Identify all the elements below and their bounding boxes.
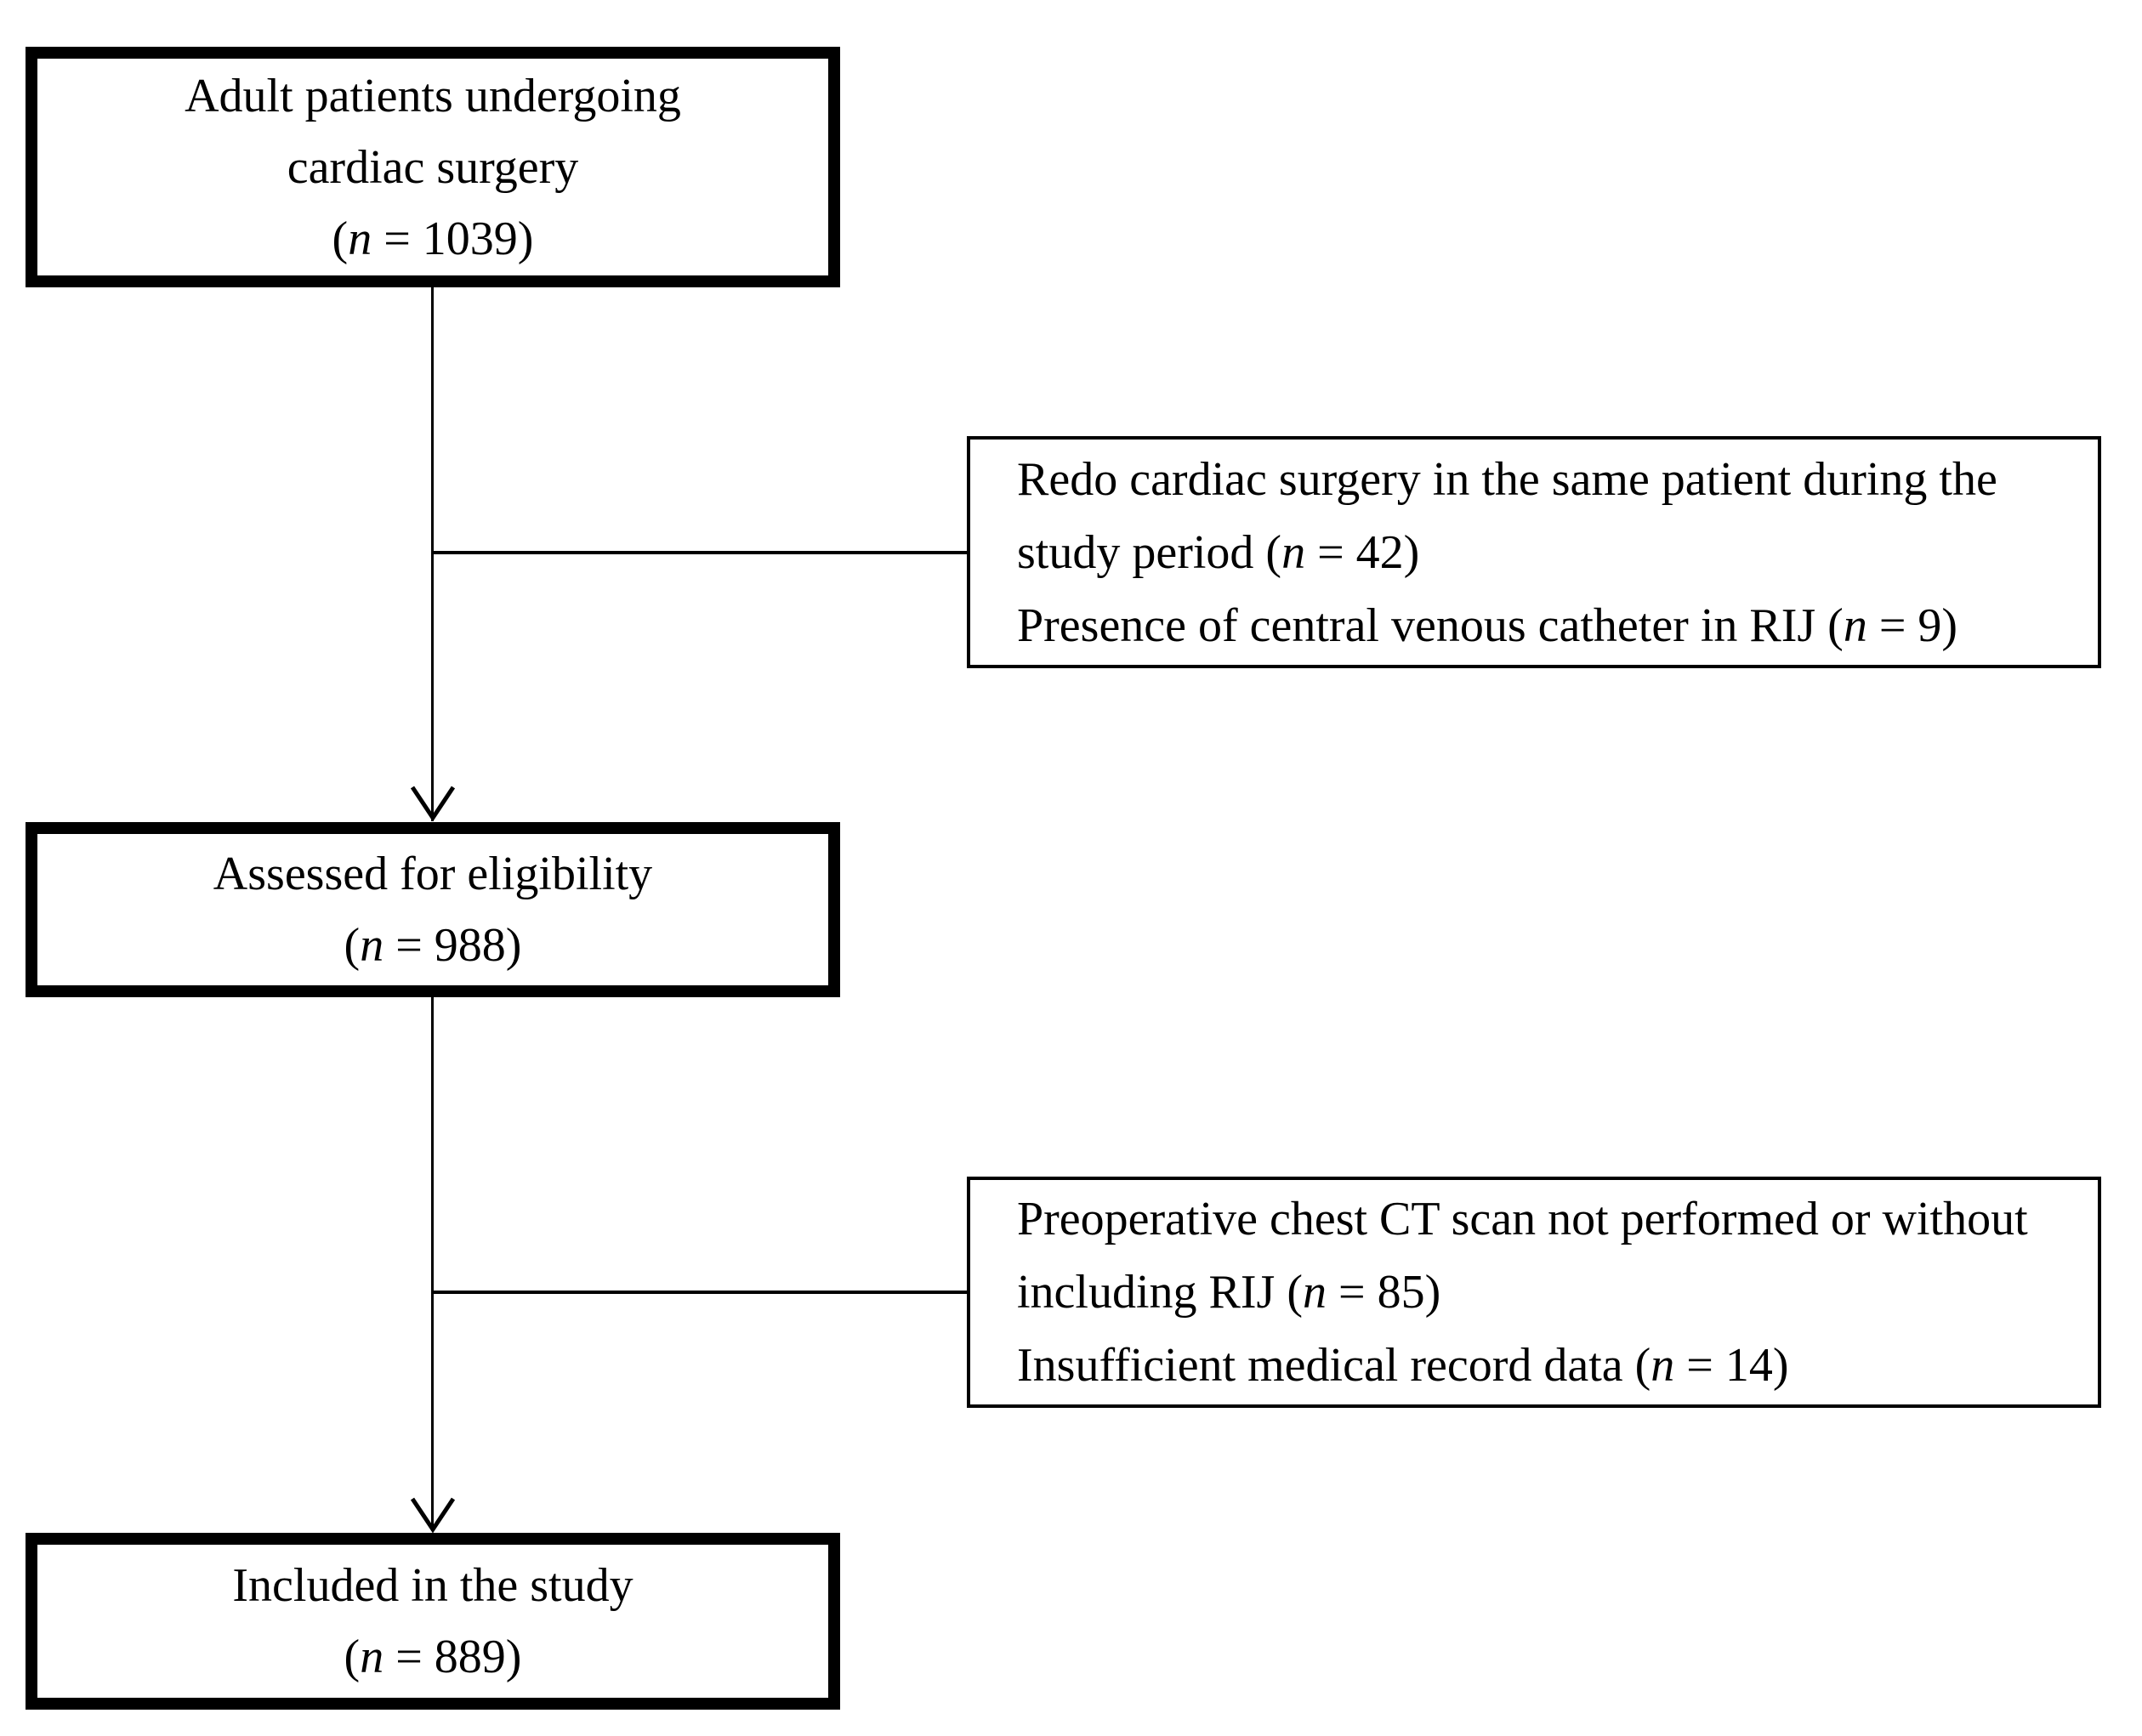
connector-branch-1 [431,551,968,554]
box-adult-patients: Adult patients undergoing cardiac surger… [26,47,840,287]
exclusion-2-reason-1: Preoperative chest CT scan not performed… [1017,1193,2028,1319]
box-included-count: (n = 889) [344,1631,522,1683]
box-included-line1: Included in the study [232,1559,634,1612]
box-exclusion-1: Redo cardiac surgery in the same patient… [967,436,2101,668]
exclusion-1-reason-1: Redo cardiac surgery in the same patient… [1017,452,1997,579]
exclusion-2-reason-2: Insufficient medical record data (n = 14… [1017,1339,1789,1392]
box-assessed-count: (n = 988) [344,919,522,972]
box-assessed-eligibility: Assessed for eligibility (n = 988) [26,822,840,997]
box-adult-patients-line1: Adult patients undergoing [185,69,681,122]
connector-vertical-1 [431,287,434,821]
arrow-head-down-icon [410,1497,456,1533]
connector-vertical-2 [431,997,434,1531]
box-assessed-line1: Assessed for eligibility [213,848,653,900]
arrow-head-down-icon [410,786,456,821]
exclusion-1-reason-2: Presence of central venous catheter in R… [1017,599,1958,652]
box-adult-patients-line2: cardiac surgery [287,140,579,194]
box-exclusion-2: Preoperative chest CT scan not performed… [967,1177,2101,1408]
box-adult-patients-count: (n = 1039) [332,212,534,265]
box-included-study: Included in the study (n = 889) [26,1533,840,1710]
connector-branch-2 [431,1291,968,1294]
